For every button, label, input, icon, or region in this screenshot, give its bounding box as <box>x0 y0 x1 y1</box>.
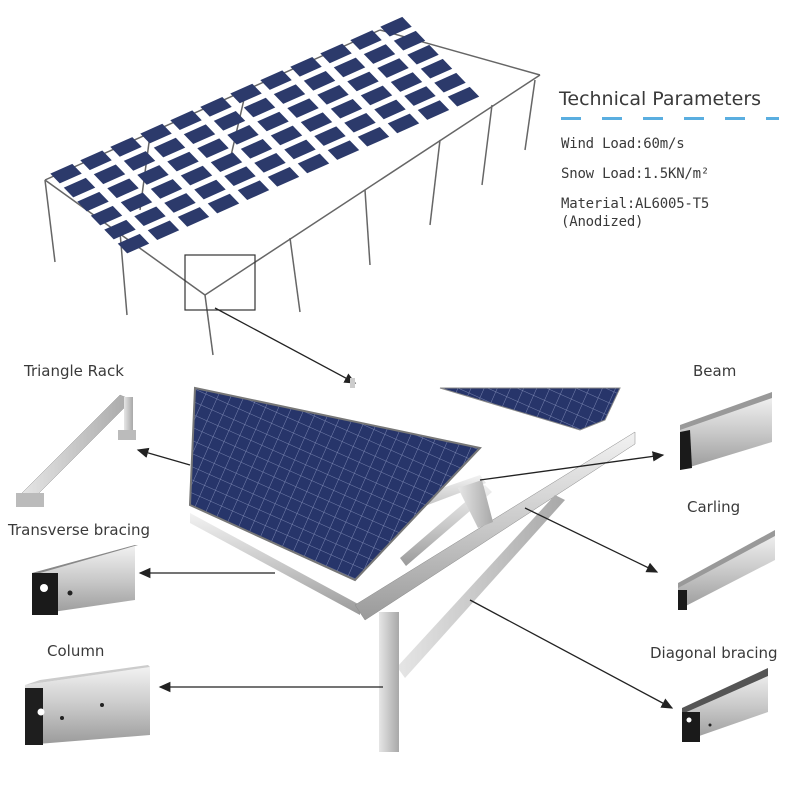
label-transverse-bracing: Transverse bracing <box>8 521 151 539</box>
overview-panels <box>50 16 480 254</box>
technical-parameters-title: Technical Parameters <box>559 88 762 110</box>
detail-highlight-box <box>184 254 256 311</box>
beam-part <box>680 392 772 470</box>
material-finish-param: (Anodized) <box>561 214 644 230</box>
snow-load-param: Snow Load:1.5KN/m² <box>561 166 710 182</box>
diagonal-bracing-part <box>682 668 768 742</box>
column-part <box>25 665 150 745</box>
callout-arrows <box>136 447 674 709</box>
wind-load-param: Wind Load:60m/s <box>561 136 685 152</box>
material-param: Material:AL6005-T5 <box>561 196 710 212</box>
detail-arrow <box>214 307 357 384</box>
label-triangle-rack: Triangle Rack <box>24 362 124 380</box>
triangle-rack-part <box>16 394 136 507</box>
label-column: Column <box>47 642 105 660</box>
label-beam: Beam <box>693 362 737 380</box>
carling-part <box>678 530 775 610</box>
label-diagonal-bracing: Diagonal bracing <box>650 644 778 662</box>
title-dashed-divider <box>561 117 779 120</box>
detail-view <box>188 378 636 752</box>
label-carling: Carling <box>687 498 741 516</box>
transverse-bracing-part <box>32 545 138 615</box>
